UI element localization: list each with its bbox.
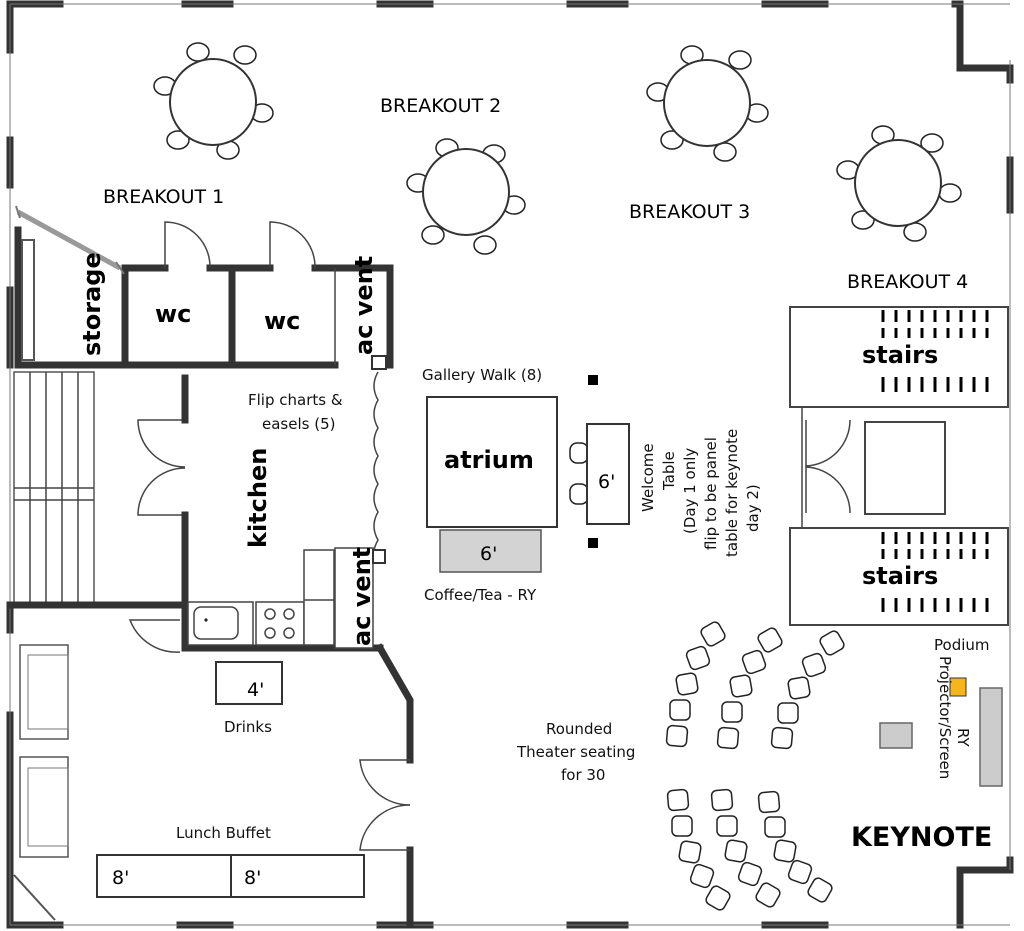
coffee-table bbox=[439, 529, 542, 573]
ac-vent-bottom-box bbox=[334, 547, 374, 649]
buffet-table-1 bbox=[96, 854, 232, 898]
breakout-4-table bbox=[836, 125, 962, 242]
welcome-table bbox=[569, 423, 630, 525]
theater-seating bbox=[665, 621, 845, 911]
storage-wc-block bbox=[14, 205, 394, 369]
flip-charts-line-1: Flip charts & bbox=[248, 391, 343, 409]
podium bbox=[949, 677, 967, 697]
welcome-note-line-5: table for keynote bbox=[723, 429, 741, 557]
breakout-4-label: BREAKOUT 4 bbox=[847, 271, 968, 293]
buffet-table-2-size: 8' bbox=[244, 867, 261, 889]
theater-label-line-3: for 30 bbox=[561, 766, 605, 784]
podium-label: Podium bbox=[934, 636, 990, 654]
breakout-1-label: BREAKOUT 1 bbox=[103, 186, 224, 208]
atrium-box bbox=[426, 396, 558, 528]
wc-2-label: wc bbox=[264, 307, 300, 335]
welcome-note-line-4: flip to be panel bbox=[702, 437, 720, 550]
ac-vent-bottom-label: ac vent bbox=[348, 547, 376, 646]
dining-area bbox=[13, 643, 414, 929]
welcome-table-size: 6' bbox=[598, 471, 615, 493]
ry-label: RY bbox=[954, 728, 972, 747]
breakout-2-label: BREAKOUT 2 bbox=[380, 95, 501, 117]
ac-vent-top-label: ac vent bbox=[350, 256, 378, 355]
gallery-walk-label: Gallery Walk (8) bbox=[422, 366, 542, 384]
coffee-tea-label: Coffee/Tea - RY bbox=[424, 586, 537, 604]
welcome-note-line-3: (Day 1 only bbox=[681, 448, 699, 534]
atrium-label: atrium bbox=[444, 446, 534, 474]
exterior-walls bbox=[6, 0, 1014, 929]
drinks-table-size: 4' bbox=[247, 679, 264, 701]
theater-label-line-1: Rounded bbox=[546, 720, 612, 738]
welcome-note-line-1: Welcome bbox=[639, 443, 657, 512]
right-stairwell bbox=[789, 306, 1009, 626]
breakout-3-table bbox=[646, 45, 769, 162]
welcome-note-line-6: day 2) bbox=[744, 484, 762, 532]
wc-1-label: wc bbox=[155, 300, 191, 328]
projector-screen-label: Projector/Screen bbox=[936, 656, 954, 779]
ac-vent-bottom-unit bbox=[372, 549, 386, 564]
stairs-top-label: stairs bbox=[862, 341, 938, 369]
buffet-table-2 bbox=[230, 854, 365, 898]
projector bbox=[879, 722, 913, 749]
kitchen-label: kitchen bbox=[244, 448, 272, 548]
stairs-bottom-label: stairs bbox=[862, 562, 938, 590]
stairs-top-steps bbox=[881, 310, 989, 392]
drinks-label: Drinks bbox=[224, 718, 272, 736]
coffee-table-size: 6' bbox=[480, 543, 497, 565]
theater-label-line-2: Theater seating bbox=[516, 743, 635, 761]
breakout-1-table bbox=[153, 42, 274, 160]
flip-charts-line-2: easels (5) bbox=[262, 415, 335, 433]
keynote-label: KEYNOTE bbox=[851, 822, 992, 853]
welcome-note-line-2: Table bbox=[660, 451, 678, 491]
left-stairwell bbox=[13, 371, 186, 605]
stairs-bottom-steps bbox=[881, 532, 989, 612]
kitchen-block bbox=[6, 371, 384, 653]
welcome-table-note: Welcome Table (Day 1 only flip to be pan… bbox=[639, 429, 762, 557]
breakout-3-label: BREAKOUT 3 bbox=[629, 201, 750, 223]
storage-label: storage bbox=[78, 252, 106, 356]
screen bbox=[979, 687, 1003, 787]
breakout-2-table bbox=[406, 138, 526, 255]
ac-vent-top-unit bbox=[371, 355, 387, 370]
gallery-marker-bottom bbox=[588, 538, 598, 548]
buffet-table-1-size: 8' bbox=[112, 867, 129, 889]
drinks-table bbox=[215, 661, 283, 705]
lunch-buffet-label: Lunch Buffet bbox=[176, 824, 271, 842]
gallery-marker-top bbox=[588, 375, 598, 385]
